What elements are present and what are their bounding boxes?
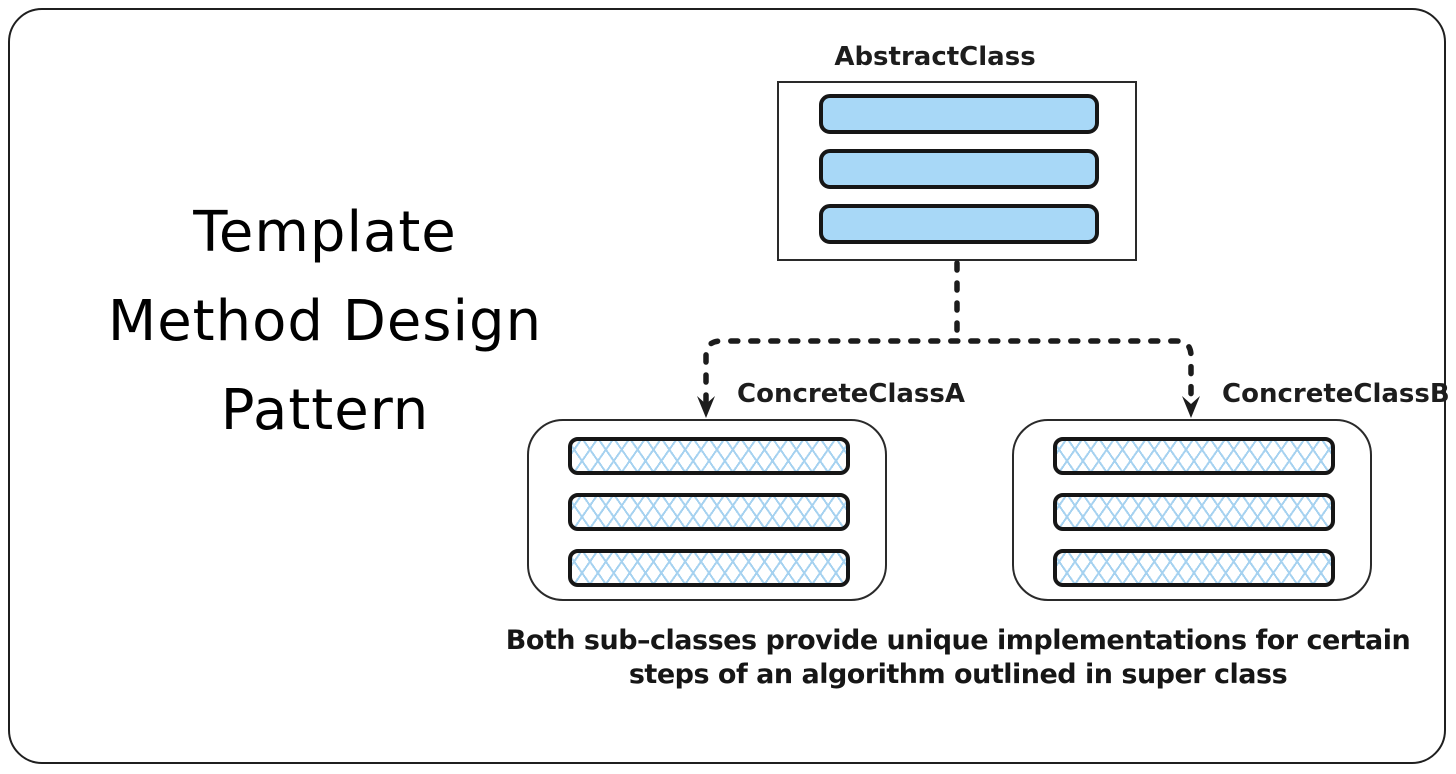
concrete-class-a-label: ConcreteClassA — [737, 379, 965, 409]
concrete-method-bar-hatched — [568, 549, 850, 587]
concrete-method-bar-hatched — [1053, 493, 1335, 531]
concrete-class-b-box — [1012, 419, 1372, 601]
abstract-class-label: AbstractClass — [834, 42, 1036, 72]
connector-branches — [703, 338, 1194, 405]
concrete-method-bar-hatched — [1053, 549, 1335, 587]
abstract-method-bar — [819, 149, 1099, 189]
arrowhead-left-icon — [697, 396, 715, 418]
diagram-title: Template Method Design Pattern — [30, 188, 620, 455]
concrete-method-bar-hatched — [1053, 437, 1335, 475]
concrete-class-b-label: ConcreteClassB — [1222, 379, 1450, 409]
abstract-method-bar — [819, 204, 1099, 244]
title-line-3: Pattern — [220, 378, 430, 443]
concrete-method-bar-hatched — [568, 437, 850, 475]
abstract-method-bar — [819, 94, 1099, 134]
caption-line-1: Both sub–classes provide unique implemen… — [505, 625, 1411, 656]
abstract-class-box — [777, 81, 1137, 261]
concrete-method-bar-hatched — [568, 493, 850, 531]
outer-frame — [8, 8, 1446, 764]
concrete-class-a-box — [527, 419, 887, 601]
title-line-1: Template — [193, 200, 457, 265]
diagram-caption: Both sub–classes provide unique implemen… — [478, 624, 1438, 692]
caption-line-2: steps of an algorithm outlined in super … — [628, 659, 1288, 690]
title-line-2: Method Design — [107, 289, 543, 354]
arrowhead-right-icon — [1182, 396, 1200, 418]
